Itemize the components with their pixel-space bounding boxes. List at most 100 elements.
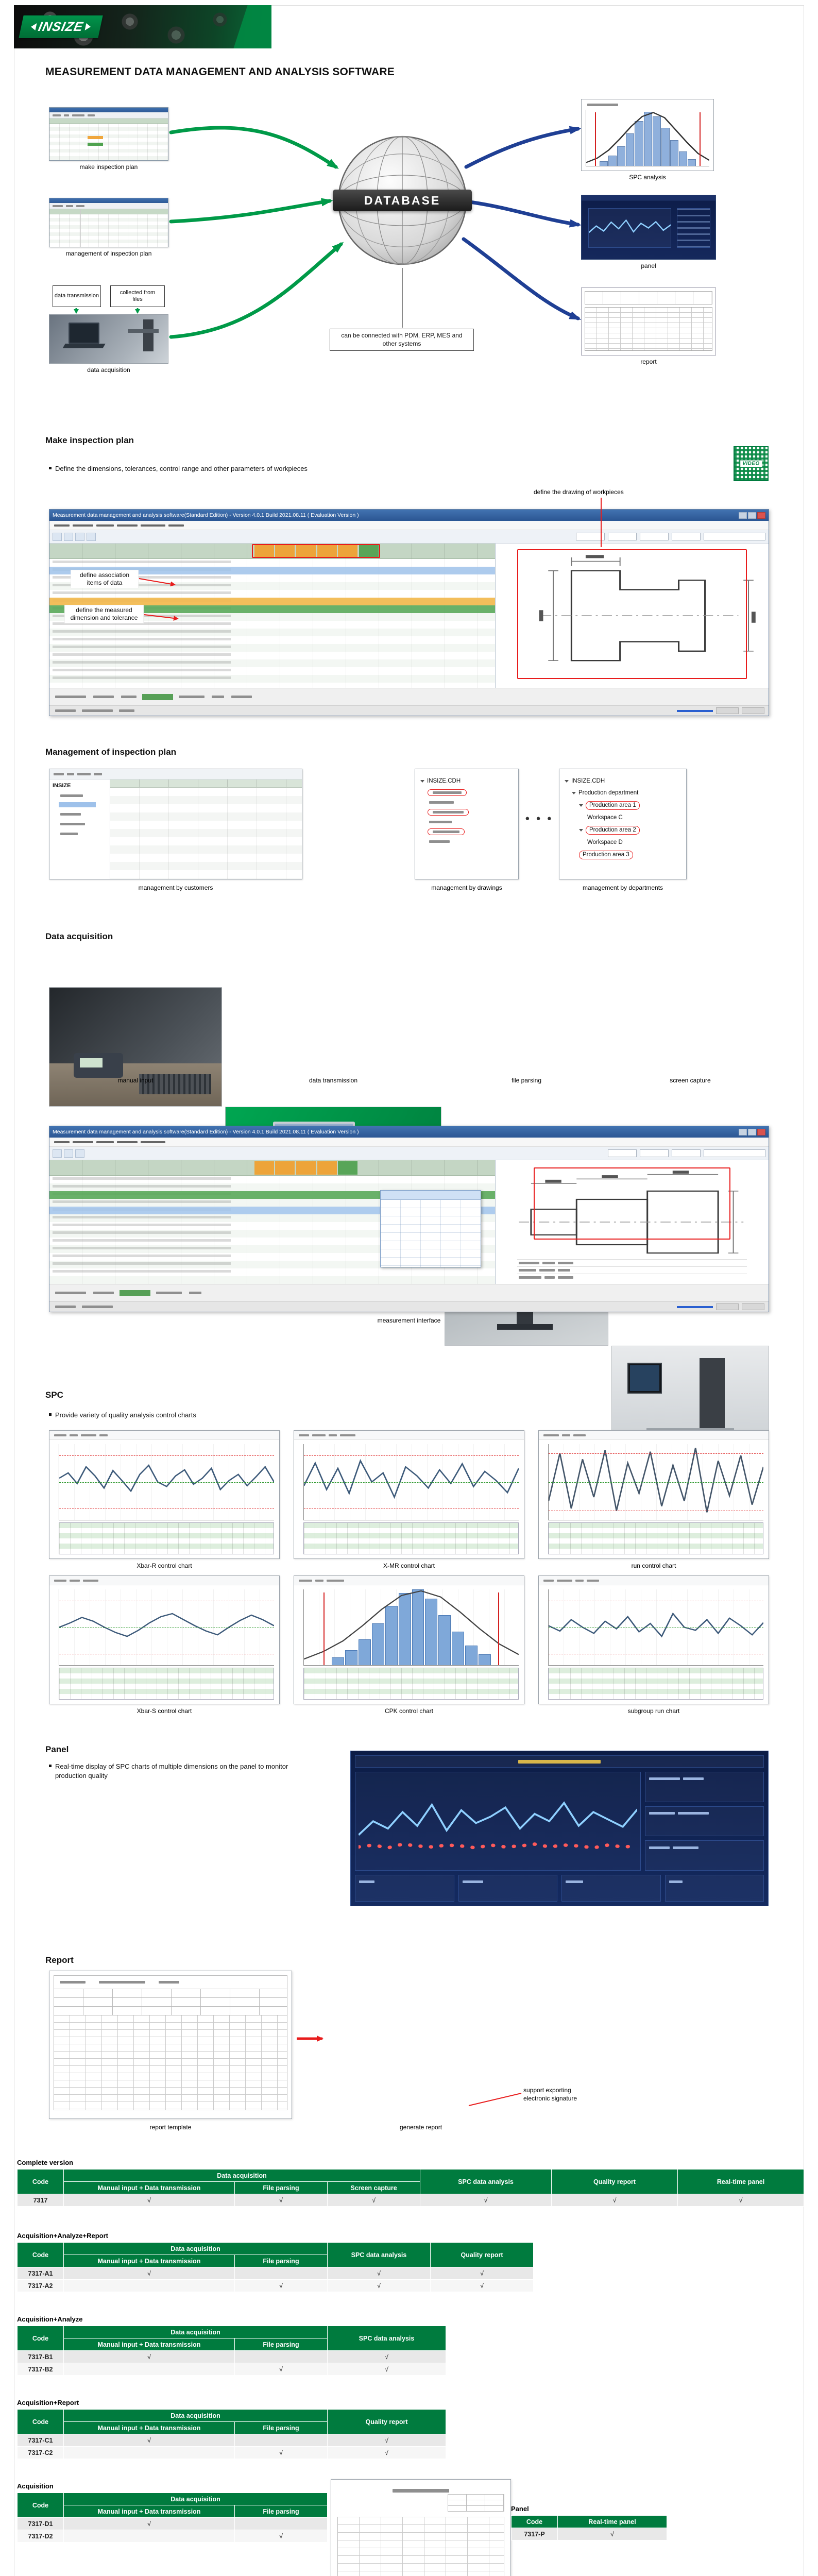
- mini-tile: [355, 1875, 454, 1902]
- table-title-panel: Panel: [511, 2505, 529, 2513]
- report-mini-table: [448, 2494, 504, 2512]
- panel-bottom-tiles: [355, 1875, 764, 1902]
- caption-screen-capture: screen capture: [670, 1077, 711, 1084]
- col-panel: Real-time panel: [557, 2515, 667, 2528]
- bullet-icon: [49, 467, 52, 469]
- toolbar: [49, 530, 769, 544]
- acquisition-report-table: Code Data acquisition Quality report Man…: [17, 2409, 447, 2459]
- lower-spec-line: [323, 1592, 325, 1665]
- caption-spc-analysis: SPC analysis: [629, 174, 666, 181]
- cell: √: [327, 2363, 447, 2376]
- toolbar: [49, 1147, 769, 1160]
- panel-screenshot: [350, 1751, 769, 1906]
- tree-item-area-3: Production area 3: [579, 850, 633, 859]
- chart-data-table: [303, 1522, 519, 1554]
- machine-monitor: [627, 1363, 662, 1394]
- cell-code: 7317-A1: [17, 2267, 64, 2280]
- overview-report: report: [581, 287, 716, 365]
- col-manual: Manual input + Data transmission: [63, 2181, 235, 2194]
- caption-xbar-s: Xbar-S control chart: [137, 1707, 192, 1715]
- table-title-acq: Acquisition: [17, 2482, 54, 2490]
- drawings-root: INSIZE.CDH: [427, 778, 461, 784]
- stat-box: [645, 1806, 764, 1837]
- col-spc: SPC data analysis: [327, 2242, 431, 2267]
- col-group-data-acquisition: Data acquisition: [63, 2242, 328, 2255]
- mini-window-titlebar: [49, 108, 168, 112]
- cell: √: [327, 2194, 421, 2207]
- management-by-customers-panel: INSIZE: [49, 769, 302, 879]
- tree-item-workspace-d: Workspace D: [587, 839, 623, 845]
- caption-report: report: [640, 358, 657, 365]
- chevron-down-icon: [579, 828, 583, 832]
- caption-cpk: CPK control chart: [384, 1707, 434, 1715]
- table-row: 7317-D1 √: [17, 2517, 328, 2530]
- report-thumb-header: [585, 291, 712, 304]
- measurement-interface-screenshot: Measurement data management and analysis…: [49, 1126, 769, 1312]
- overview-spc-analysis: SPC analysis: [581, 99, 714, 181]
- header-banner: INSIZE: [14, 5, 271, 48]
- data-grid-popup: [380, 1190, 482, 1267]
- footer-bar: [49, 705, 769, 716]
- workpiece-drawing: [539, 555, 756, 662]
- cmm-arm: [127, 329, 159, 333]
- histogram-bars: [586, 110, 709, 166]
- cell: √: [327, 2350, 447, 2363]
- workpiece-drawing: [518, 1171, 743, 1254]
- ellipsis-dots: ● ● ●: [525, 814, 554, 823]
- table-title-aar: Acquisition+Analyze+Report: [17, 2232, 108, 2240]
- table-row: 7317-A1 √ √ √: [17, 2267, 534, 2280]
- database-globe: DATABASE: [333, 134, 472, 267]
- section-heading-spc: SPC: [45, 1390, 63, 1400]
- upper-spec-line: [498, 1592, 500, 1665]
- control-chart-area: [303, 1444, 519, 1520]
- col-file: File parsing: [234, 2338, 328, 2351]
- departments-root: INSIZE.CDH: [571, 778, 605, 784]
- cell: √: [234, 2194, 328, 2207]
- customer-tree: INSIZE: [49, 779, 110, 879]
- table-row: 7317-B2 √ √: [17, 2363, 447, 2376]
- cell: √: [63, 2194, 235, 2207]
- cell: √: [327, 2279, 431, 2292]
- acquisition-analyze-block: Acquisition+Analyze Code Data acquisitio…: [17, 2315, 447, 2376]
- overview-panel: panel: [581, 195, 716, 269]
- mini-mgmt-window: [49, 198, 168, 247]
- panel-toolbar: [49, 769, 302, 779]
- selected-row: [49, 567, 495, 574]
- acquisition-analyze-table: Code Data acquisition SPC data analysis …: [17, 2326, 447, 2376]
- window-buttons: [739, 1128, 765, 1136]
- cell: √: [420, 2194, 552, 2207]
- chart-data-table: [59, 1668, 274, 1700]
- mini-table-rows: [49, 124, 168, 160]
- monitor-base: [497, 1324, 553, 1330]
- col-spc: SPC data analysis: [327, 2326, 447, 2351]
- window-title: Measurement data management and analysis…: [53, 1129, 359, 1135]
- cmm-machine: [143, 319, 154, 352]
- maximize-icon: [748, 512, 756, 519]
- minimize-icon: [739, 512, 747, 519]
- mini-window-toolbar: [49, 112, 168, 118]
- caption-panel: panel: [641, 262, 656, 269]
- section-heading-acquisition: Data acquisition: [45, 931, 113, 941]
- table-title-complete: Complete version: [17, 2159, 74, 2166]
- annotation-signature: support exporting electronic signature: [523, 2087, 577, 2102]
- cell-code: 7317-D1: [17, 2517, 64, 2530]
- cell: √: [430, 2279, 534, 2292]
- col-file: File parsing: [234, 2255, 328, 2267]
- cell-code: 7317-D2: [17, 2530, 64, 2543]
- control-chart-area: [548, 1589, 763, 1666]
- footer-bar: [49, 1301, 769, 1312]
- generated-report-image: [331, 2479, 511, 2576]
- logo-text: INSIZE: [37, 19, 85, 34]
- panel-title-bar: [355, 1755, 764, 1768]
- acquisition-analyze-report-block: Acquisition+Analyze+Report Code Data acq…: [17, 2232, 534, 2292]
- col-code: Code: [17, 2169, 64, 2194]
- menu-bar: [49, 521, 769, 530]
- vision-machine-column: [700, 1358, 725, 1434]
- cell: √: [551, 2194, 678, 2207]
- cell-code: 7317-C2: [17, 2446, 64, 2459]
- table-row: 7317-C1 √ √: [17, 2434, 447, 2447]
- chevron-down-icon: [565, 779, 569, 783]
- management-by-drawings-panel: INSIZE.CDH: [415, 769, 519, 879]
- arrow-acq-to-db: [169, 242, 344, 339]
